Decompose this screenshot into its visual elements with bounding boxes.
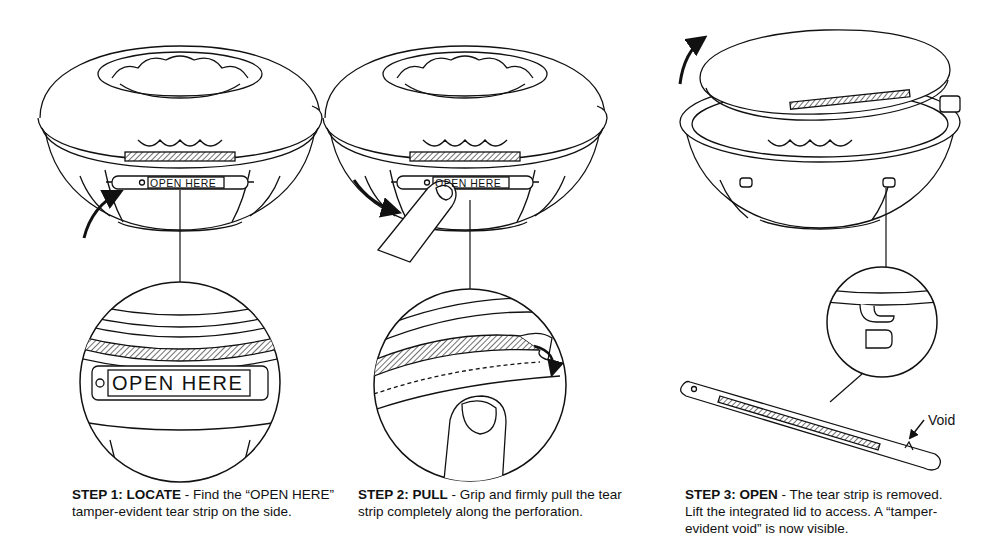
bowl-step-2 (323, 46, 607, 231)
removed-tear-strip-part (681, 382, 941, 471)
step-heading: STEP 3: OPEN (685, 487, 778, 502)
zoom-circle-part (827, 267, 937, 377)
strip-label-zoom: OPEN HERE (112, 373, 243, 393)
zoom-circle-part-part (462, 401, 496, 434)
zoom-circle-part-part (70, 420, 290, 480)
zoom-circle-part-part (108, 370, 250, 396)
zoom-circle-part (826, 290, 938, 348)
step-heading: STEP 2: PULL (358, 487, 448, 502)
zoom-circle-part-part (70, 312, 290, 327)
zoom-circle-part (534, 346, 553, 374)
removed-tear-strip-part (905, 442, 913, 450)
removed-tear-strip (681, 382, 941, 471)
removed-tear-strip-part (692, 387, 697, 392)
strip-label: OPEN HERE (150, 178, 216, 189)
callout-label: Void (928, 413, 955, 427)
open-bowl-part (740, 178, 752, 187)
zoom-circle-part-part (96, 379, 104, 387)
open-bowl-part (883, 178, 895, 187)
finger (378, 181, 456, 262)
open-bowl-part (768, 140, 852, 146)
pointer-arrow (84, 192, 120, 238)
zoom-circle (70, 282, 290, 482)
leader-line (179, 190, 180, 282)
step-heading: STEP 1: LOCATE (72, 487, 181, 502)
removed-tear-strip-part (718, 396, 880, 450)
zoom-circle-part-part (860, 304, 894, 322)
step-caption: STEP 1: LOCATE - Find the “OPEN HERE” ta… (72, 486, 344, 520)
step-caption: STEP 3: OPEN - The tear strip is removed… (685, 486, 957, 537)
open-bowl (680, 30, 960, 229)
open-bowl-part (940, 96, 960, 112)
leader-line (830, 374, 862, 402)
zoom-circle-part (70, 300, 290, 480)
bowl-step-2-part (323, 46, 607, 231)
leader-line (885, 188, 886, 267)
zoom-circle-part-part (826, 290, 938, 293)
zoom-circle-part-part (826, 302, 938, 305)
zoom-circle-part (374, 298, 566, 520)
zoom-circle-part-part (866, 330, 892, 348)
finger-part (378, 181, 456, 262)
zoom-circle-part (80, 282, 280, 482)
zoom-circle-part-part (92, 366, 268, 400)
step-caption: STEP 2: PULL - Grip and firmly pull the … (358, 486, 630, 520)
zoom-circle-part-part (374, 298, 566, 330)
pointer-arrow (680, 38, 704, 84)
zoom-circle (374, 289, 566, 520)
open-bowl-part (790, 90, 910, 110)
zoom-circle-part-part (70, 334, 290, 361)
zoom-circle-part-part (70, 300, 290, 315)
open-bowl-part (706, 80, 948, 120)
void-arrow (910, 420, 924, 438)
zoom-circle-part-part (70, 322, 290, 337)
open-bowl-part (760, 220, 880, 229)
leader-line (469, 200, 470, 290)
open-bowl-part (700, 30, 950, 114)
zoom-circle-part-part (374, 335, 540, 376)
zoom-circle (826, 267, 938, 377)
pointer-arrow (354, 180, 398, 212)
strip-label: OPEN HERE (435, 178, 501, 189)
